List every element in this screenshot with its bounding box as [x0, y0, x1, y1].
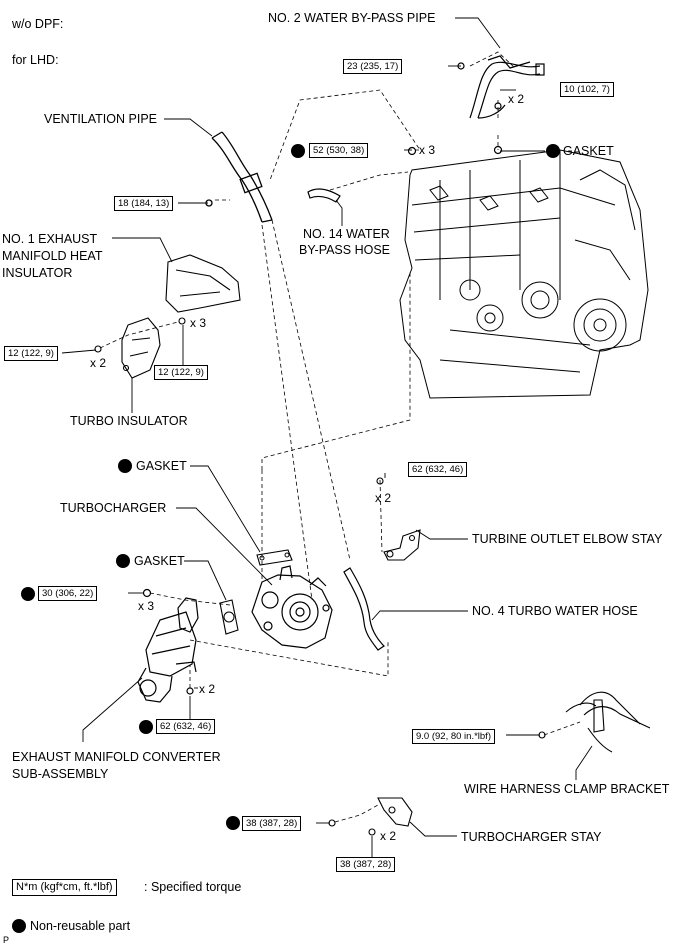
drive-label: for LHD:	[12, 53, 59, 67]
non-reusable-dot-icon	[291, 144, 305, 158]
non-reusable-dot-icon	[226, 816, 240, 830]
torque-box: 38 (387, 28)	[336, 857, 396, 872]
quantity-label: x 2	[90, 356, 107, 370]
exhaust-heat-insulator-label-line2: MANIFOLD HEAT	[2, 249, 103, 263]
non-reusable-dot-icon	[12, 919, 26, 933]
torque-box: 30 (306, 22)	[38, 586, 98, 601]
non-reusable-dot-icon	[546, 144, 560, 158]
water-bypass-hose-14-label-line1: NO. 14 WATER	[303, 227, 390, 241]
gasket-mid-label: GASKET	[136, 459, 187, 473]
exhaust-converter-label-line1: EXHAUST MANIFOLD CONVERTER	[12, 750, 221, 764]
gasket-top-label: GASKET	[563, 144, 614, 158]
quantity-label: x 2	[375, 491, 392, 505]
quantity-label: x 3	[190, 316, 207, 330]
exhaust-heat-insulator-label-line3: INSULATOR	[2, 266, 73, 280]
torque-box: 23 (235, 17)	[343, 59, 403, 74]
exhaust-converter-label-line2: SUB-ASSEMBLY	[12, 767, 109, 781]
non-reusable-dot-icon	[116, 554, 130, 568]
torque-box: 10 (102, 7)	[560, 82, 614, 97]
torque-box: 38 (387, 28)	[242, 816, 302, 831]
torque-box: 52 (530, 38)	[309, 143, 369, 158]
quantity-label: x 2	[199, 682, 216, 696]
water-bypass-hose-14-label-line2: BY-PASS HOSE	[299, 243, 391, 257]
quantity-label: x 3	[419, 143, 436, 157]
turbo-insulator-label: TURBO INSULATOR	[70, 414, 188, 428]
torque-box: 18 (184, 13)	[114, 196, 174, 211]
torque-box: 62 (632, 46)	[408, 462, 468, 477]
turbocharger-label: TURBOCHARGER	[60, 501, 167, 515]
turbocharger-stay-label: TURBOCHARGER STAY	[461, 830, 602, 844]
non-reusable-dot-icon	[139, 720, 153, 734]
ventilation-pipe-label: VENTILATION PIPE	[44, 112, 157, 126]
non-reusable-dot-icon	[21, 587, 35, 601]
wire-harness-bracket-label: WIRE HARNESS CLAMP BRACKET	[464, 782, 670, 796]
variant-label: w/o DPF:	[12, 17, 64, 31]
non-reusable-dot-icon	[118, 459, 132, 473]
torque-box: 12 (122, 9)	[154, 365, 208, 380]
turbine-outlet-elbow-stay-label: TURBINE OUTLET ELBOW STAY	[472, 532, 663, 546]
legend-unit-box: N*m (kgf*cm, ft.*lbf)	[12, 879, 117, 896]
quantity-label: x 2	[508, 92, 525, 106]
torque-box: 9.0 (92, 80 in.*lbf)	[412, 729, 495, 744]
turbo-water-hose-4-label: NO. 4 TURBO WATER HOSE	[472, 604, 638, 618]
torque-box: 12 (122, 9)	[4, 346, 58, 361]
quantity-label: x 2	[380, 829, 397, 843]
legend-nonreusable-label: Non-reusable part	[30, 919, 131, 933]
exhaust-heat-insulator-label-line1: NO. 1 EXHAUST	[2, 232, 98, 246]
quantity-label: x 3	[138, 599, 155, 613]
footer-mark: P	[3, 935, 10, 945]
water-bypass-pipe-2-label: NO. 2 WATER BY-PASS PIPE	[268, 11, 436, 25]
legend-unit-description: : Specified torque	[144, 880, 242, 894]
torque-box: 62 (632, 46)	[156, 719, 216, 734]
gasket-lower-label: GASKET	[134, 554, 185, 568]
